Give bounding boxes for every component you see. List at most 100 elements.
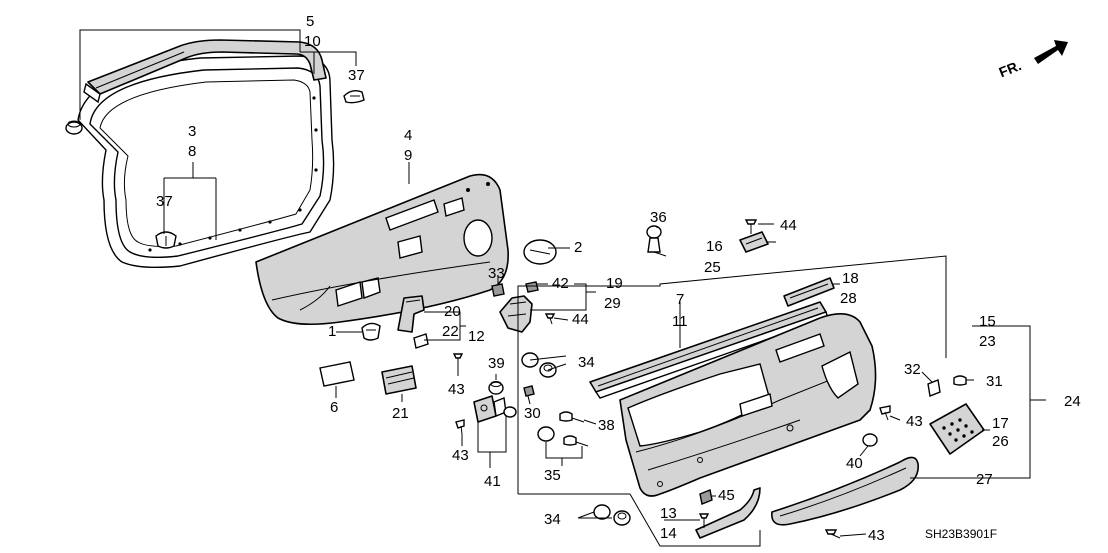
callout-l43d: 43 (868, 527, 885, 544)
callout-l2: 2 (574, 239, 582, 256)
callout-l4: 4 (404, 127, 412, 144)
clip-36 (646, 225, 667, 257)
screw-43-b (455, 419, 465, 435)
callout-l35: 35 (544, 467, 561, 484)
grommet-34-b (593, 504, 631, 526)
door-weatherstrip (77, 55, 335, 269)
callout-l17: 17 (992, 415, 1009, 432)
callout-l23: 23 (979, 333, 996, 350)
screw-38 (559, 411, 585, 423)
cover-2 (523, 239, 557, 265)
callout-l27: 27 (976, 471, 993, 488)
weatherstrip-clips (148, 96, 318, 252)
callout-l10: 10 (304, 33, 321, 50)
callout-l8: 8 (188, 143, 196, 160)
door-lining-panel (619, 313, 877, 497)
clip-37-upper (343, 89, 365, 104)
callout-l14: 14 (660, 525, 677, 542)
callout-l11: 11 (672, 313, 688, 330)
callout-l16: 16 (706, 238, 723, 255)
trim-strip-18-28 (783, 277, 835, 307)
screw-43-a (452, 353, 464, 366)
callout-l29: 29 (604, 295, 621, 312)
grommet-39 (488, 381, 504, 395)
callout-l42: 42 (552, 275, 569, 292)
clip-40 (862, 433, 878, 447)
callout-l43c: 43 (906, 413, 923, 430)
door-upper-seal (83, 39, 327, 104)
callout-l33: 33 (488, 265, 505, 282)
callout-l25: 25 (704, 259, 721, 276)
screw-31 (953, 375, 967, 386)
callout-l38: 38 (598, 417, 615, 434)
callout-l39: 39 (488, 355, 505, 372)
diagram-code: SH23B3901F (925, 527, 997, 541)
leader-lines (79, 29, 1046, 547)
callout-l44b: 44 (572, 311, 589, 328)
callout-l6: 6 (330, 399, 338, 416)
callout-l34b: 34 (544, 511, 561, 528)
clip-45 (699, 489, 713, 505)
plastic-cover-sheet (255, 173, 509, 326)
callout-l28: 28 (840, 290, 857, 307)
callout-l32: 32 (904, 361, 921, 378)
switch-16-25 (739, 231, 769, 253)
callout-l45: 45 (718, 487, 735, 504)
grommet-left (65, 120, 83, 135)
lower-trim-27 (771, 456, 919, 526)
bracket-20-22 (397, 295, 425, 333)
callout-l41: 41 (484, 473, 501, 490)
inner-handle-19-29 (499, 295, 533, 333)
callout-l13: 13 (660, 505, 677, 522)
callout-l44a: 44 (780, 217, 797, 234)
callout-l19: 19 (606, 275, 623, 292)
callout-l9: 9 (404, 147, 412, 164)
speaker-grille-17-26 (929, 403, 985, 455)
clip-33 (491, 283, 505, 297)
clip-1 (361, 322, 381, 341)
clip-32 (927, 379, 941, 397)
callout-l37a: 37 (348, 67, 365, 84)
callout-l26: 26 (992, 433, 1009, 450)
screw-44-a (744, 219, 758, 234)
screw-43-d (824, 529, 841, 539)
callout-l18: 18 (842, 270, 859, 287)
hinge-41 (473, 395, 507, 423)
callout-l43a: 43 (448, 381, 465, 398)
pad-6 (319, 361, 355, 387)
callout-l15: 15 (979, 313, 996, 330)
grommet-41b (503, 406, 517, 418)
clip-37-lower (155, 231, 177, 249)
clip-30 (523, 385, 535, 397)
grommet-34-a (521, 352, 557, 378)
callout-l12: 12 (468, 328, 485, 345)
screw-14 (698, 513, 710, 528)
callout-l34a: 34 (578, 354, 595, 371)
clip-42 (525, 281, 539, 293)
front-indicator-text: FR. (997, 57, 1024, 80)
clip-12 (413, 333, 429, 349)
callout-l43b: 43 (452, 447, 469, 464)
callout-l30: 30 (524, 405, 541, 422)
pull-handle-13-14 (695, 487, 761, 539)
callout-l5: 5 (306, 13, 314, 30)
grommet-35 (537, 426, 589, 447)
callout-l20: 20 (444, 303, 461, 320)
callout-l36: 36 (650, 209, 667, 226)
callout-l24: 24 (1064, 393, 1081, 410)
front-direction-arrow: FR. (997, 40, 1068, 80)
callout-l21: 21 (392, 405, 409, 422)
callout-l7: 7 (676, 291, 684, 308)
callout-l1: 1 (328, 323, 336, 340)
sill-strip-7-11 (589, 301, 829, 399)
callout-l40: 40 (846, 455, 863, 472)
screw-44-b (544, 313, 556, 325)
pocket-21 (381, 365, 417, 395)
callout-l3: 3 (188, 123, 196, 140)
callout-l31: 31 (986, 373, 1003, 390)
screw-43-c (879, 405, 891, 421)
callout-l22: 22 (442, 323, 459, 340)
